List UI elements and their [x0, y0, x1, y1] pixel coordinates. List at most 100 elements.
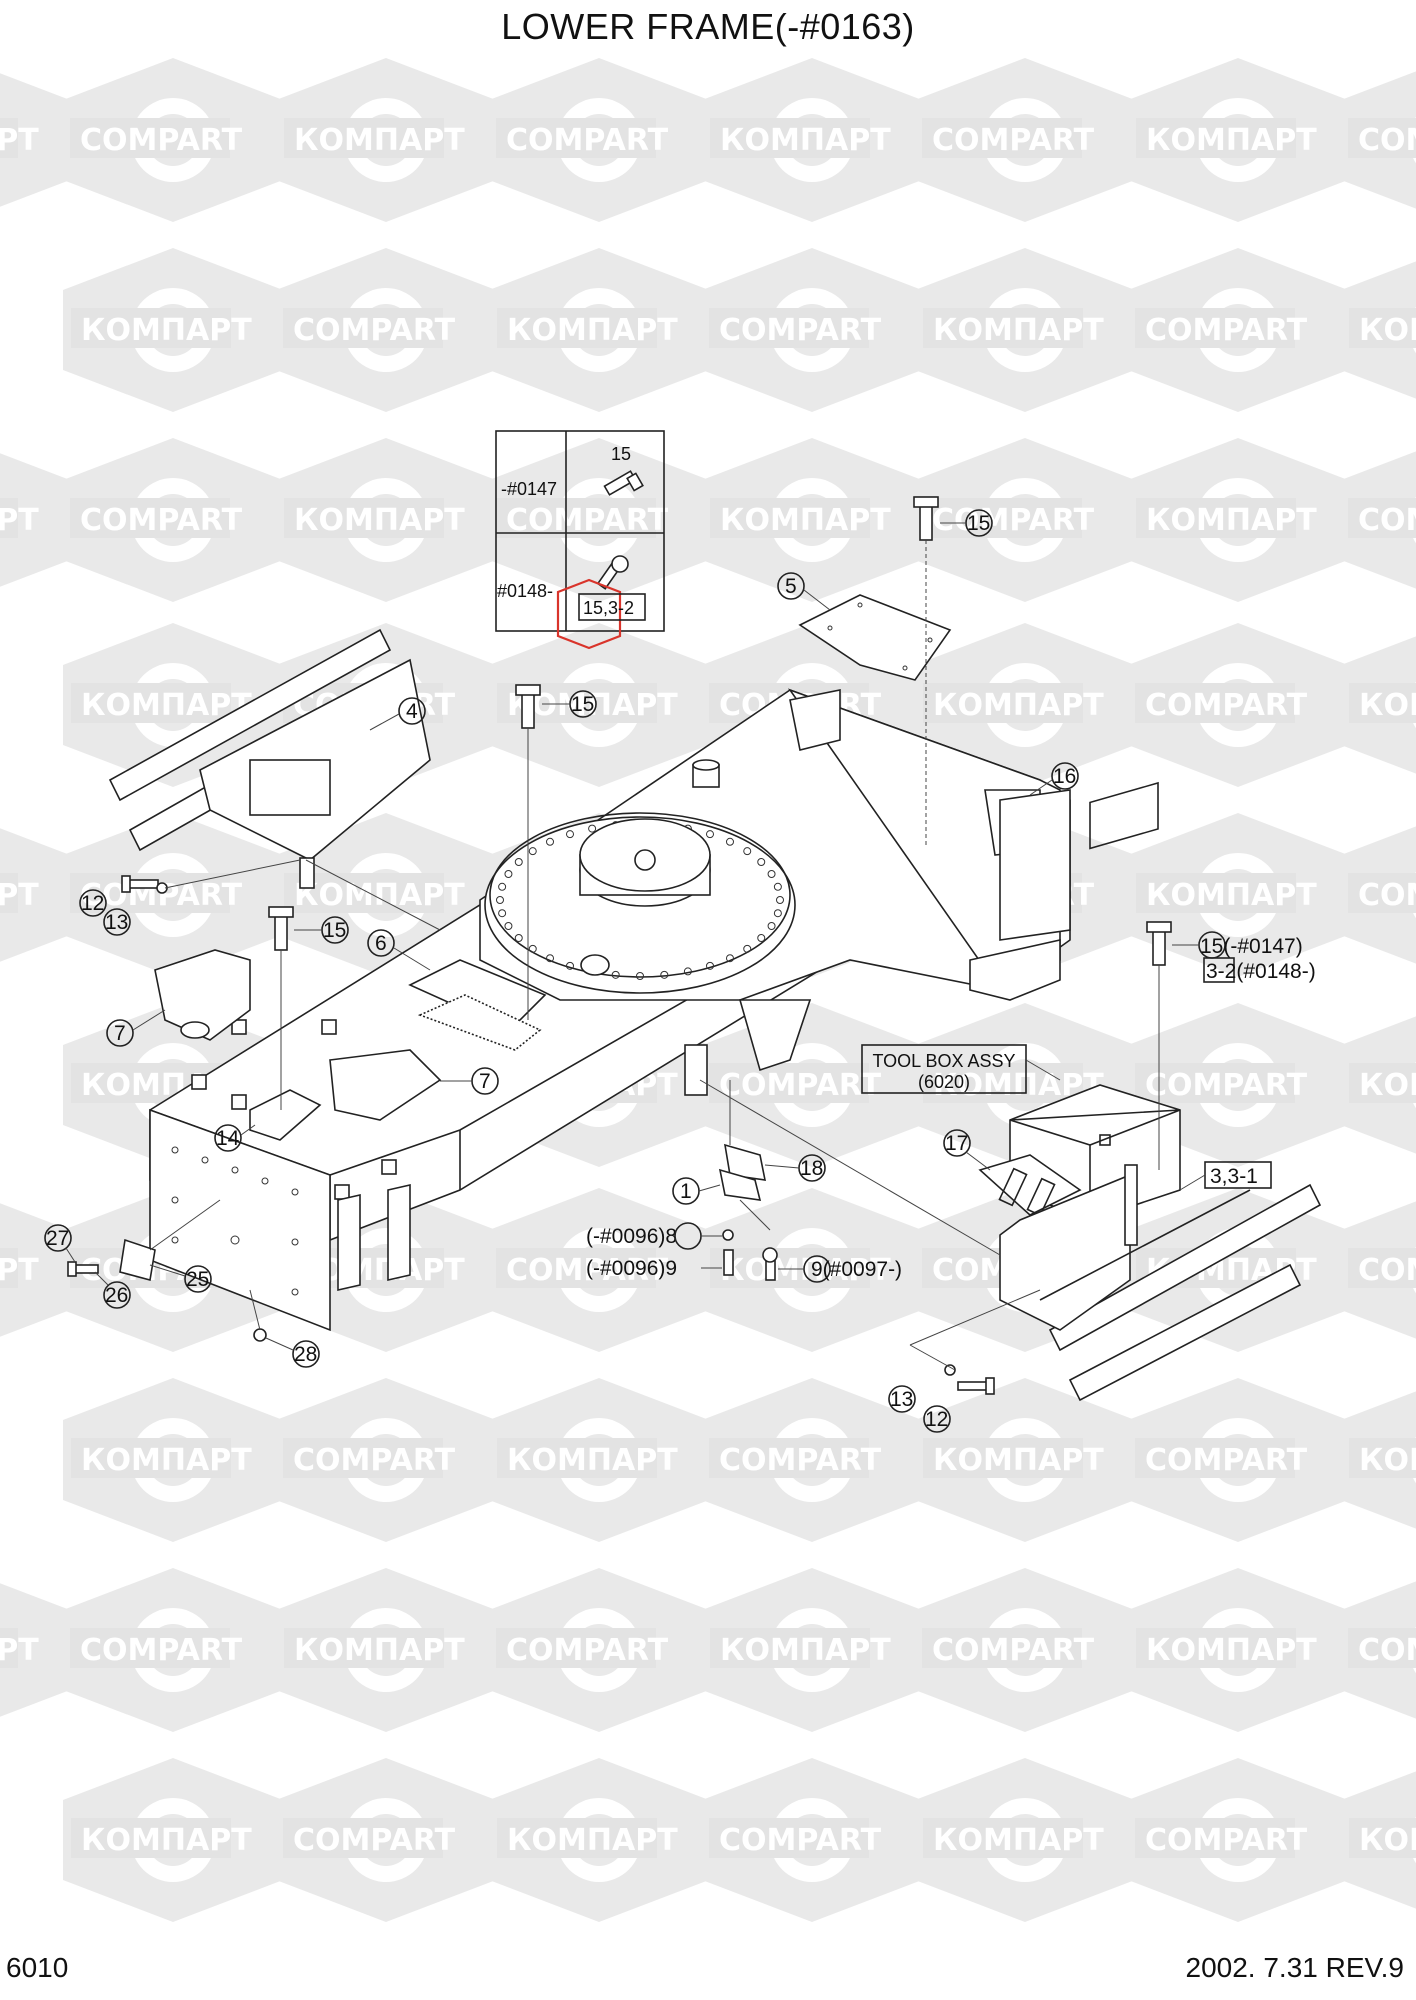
watermark-text: COMPART: [719, 1823, 882, 1858]
bolt-hole: [743, 944, 752, 953]
watermark-text: КОМПАРТ: [933, 313, 1104, 348]
watermark-band: [1136, 873, 1296, 913]
callout-12-left: 12: [81, 892, 104, 915]
bolt-hole: [767, 870, 776, 879]
watermark-text: КОМПАРТ: [1146, 878, 1317, 913]
watermark-band: [1349, 1063, 1416, 1103]
part-18-gasket: [724, 1143, 767, 1181]
toolbox-title: TOOL BOX ASSY: [872, 1051, 1015, 1071]
part-16-frame-end: [999, 789, 1071, 941]
bolt-hole: [566, 961, 574, 970]
watermark-band: [709, 308, 869, 348]
page-code: 6010: [6, 1952, 69, 1983]
frame-holes: [171, 1146, 299, 1296]
watermark-band: [1348, 498, 1416, 538]
watermark-band: [283, 1438, 443, 1478]
callout-12-right: 12: [925, 1408, 948, 1431]
revision-date: 2002. 7.31 REV.9: [1185, 1952, 1404, 1983]
watermark-text: COMPART: [506, 123, 669, 158]
leader-lines: [149, 540, 1160, 1371]
callout-7-center: 7: [479, 1070, 491, 1093]
watermark-text: COMPART: [1145, 1443, 1308, 1478]
watermark-text: COMPART: [506, 503, 669, 538]
watermark-text: КОМПАРТ: [81, 1443, 252, 1478]
part-25-bracket: [119, 1238, 156, 1281]
bolt-hole: [498, 909, 507, 918]
watermark-text: КОМПАРТ: [1146, 123, 1317, 158]
watermark-band: [1348, 1628, 1416, 1668]
watermark-text: COMPART: [506, 1633, 669, 1668]
callout-15-left: 15: [323, 919, 346, 942]
callout-18: 18: [800, 1157, 823, 1180]
bolt-hole: [636, 972, 644, 980]
watermark-band: [283, 308, 443, 348]
watermark-text: COMPART: [1145, 313, 1308, 348]
watermark-band: [70, 1628, 230, 1668]
watermark-band: [709, 1063, 869, 1103]
watermark-band: [496, 1628, 656, 1668]
watermark-band: [710, 1628, 870, 1668]
watermark-text: КОМПАРТ: [507, 313, 678, 348]
watermark-text: КОМПАРТ: [1359, 688, 1416, 723]
watermark-text: КОМПАРТ: [507, 1443, 678, 1478]
callout-15-right: 15(-#0147): [1200, 935, 1303, 958]
watermark-band: [0, 498, 18, 538]
bolt-icon: [67, 1261, 99, 1277]
part-7-bracket-center: [329, 1049, 442, 1121]
watermark-band: [1135, 1438, 1295, 1478]
callout-26: 26: [105, 1284, 128, 1307]
plug-icon: [253, 1328, 267, 1342]
watermark-band: [710, 498, 870, 538]
watermark-text: КОМПАРТ: [0, 123, 39, 158]
bolt-icon: [723, 1249, 734, 1276]
watermark-band: [71, 1438, 231, 1478]
watermark-text: COMPART: [1358, 1633, 1416, 1668]
bolt-icon: [268, 906, 294, 951]
inset-table: -#0147 #0148- 15 15,3-2: [495, 430, 665, 650]
lower-frame-body: [149, 688, 1071, 1332]
watermark-text: COMPART: [1358, 878, 1416, 913]
watermark-text: COMPART: [719, 1443, 882, 1478]
watermark-text: КОМПАРТ: [1359, 313, 1416, 348]
watermark-text: COMPART: [80, 1633, 243, 1668]
callout-13-left: 13: [105, 911, 128, 934]
watermark-band: [923, 1438, 1083, 1478]
watermark-band: [922, 498, 1082, 538]
bolt-hole: [546, 837, 555, 846]
washer-icon: [762, 1247, 778, 1263]
callout-17: 17: [945, 1132, 968, 1155]
bolt-hole: [546, 954, 555, 963]
bolt-hole: [725, 954, 734, 963]
watermark-text: COMPART: [1358, 1253, 1416, 1288]
watermark-band: [71, 1818, 231, 1858]
bolt-hole: [504, 921, 513, 930]
callout-15-top: 15: [967, 512, 990, 535]
watermark-text: COMPART: [719, 313, 882, 348]
watermark-band: [496, 1248, 656, 1288]
callout-28: 28: [294, 1343, 317, 1366]
watermark-band: [710, 118, 870, 158]
watermark-band: [0, 1248, 18, 1288]
watermark-text: COMPART: [1358, 123, 1416, 158]
watermark-band: [1349, 308, 1416, 348]
watermark-band: [922, 1628, 1082, 1668]
bolt-hole: [776, 896, 784, 904]
bolt-hole: [757, 858, 766, 866]
callout-9-right: 9(#0097-): [811, 1258, 902, 1281]
toolbox-ref: (6020): [918, 1072, 970, 1092]
bolt-hole: [611, 970, 620, 979]
watermark-band: [0, 873, 18, 913]
bolt-hole: [514, 934, 523, 942]
washer-icon: [722, 1229, 734, 1241]
bolt-hole: [757, 934, 766, 942]
watermark-band: [496, 118, 656, 158]
bolt-hole: [706, 961, 714, 970]
watermark-text: КОМПАРТ: [720, 1253, 891, 1288]
part-3-right-step: [999, 1164, 1322, 1402]
watermark-band: [496, 498, 656, 538]
inset-range-2: #0148-: [497, 581, 553, 601]
bolt-hole: [528, 847, 537, 856]
watermark-text: КОМПАРТ: [720, 503, 891, 538]
part-6-cover: [408, 959, 547, 1051]
hardware-bolts: [67, 496, 1172, 1395]
